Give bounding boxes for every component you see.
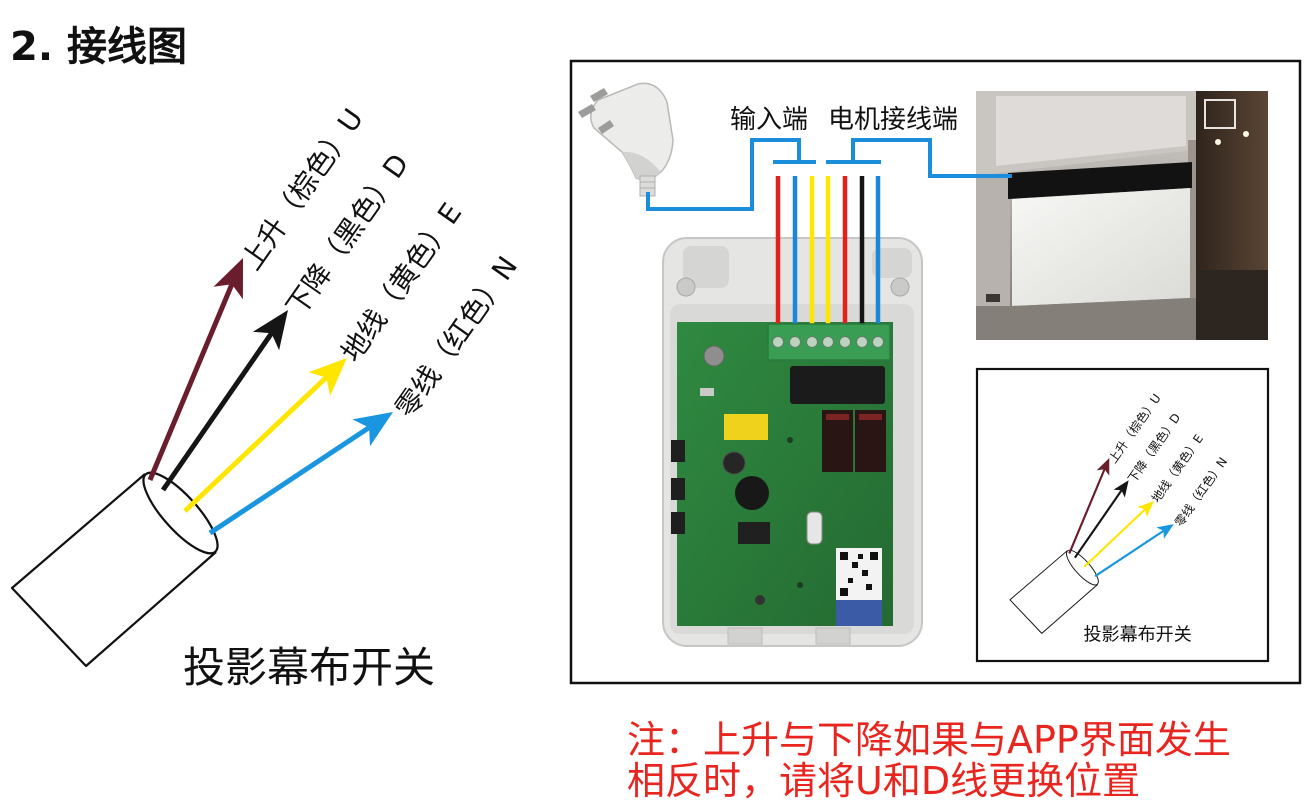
power-plug-icon: [578, 82, 674, 197]
wire-arrow-down: [160, 310, 288, 492]
inset-wire-arrow-earth-head: [1137, 500, 1155, 518]
terminal-wires: [775, 176, 881, 328]
inset-wire-arrow-up-head: [1096, 457, 1110, 476]
pcb-relay-top: [790, 366, 885, 404]
plug-pin: [578, 104, 596, 118]
pcb-qr-mark: [858, 554, 863, 559]
projector-screen-photo: [976, 91, 1268, 340]
pcb-side-button: [671, 512, 685, 534]
wire-arrow-down-head: [252, 310, 288, 351]
photo-floor: [976, 298, 1268, 340]
pcb-relay-highlight: [826, 414, 849, 420]
pcb-qr-mark: [866, 584, 872, 590]
terminal-screw: [839, 336, 851, 348]
pcb-relay: [822, 410, 853, 472]
pcb-yellow-capacitor: [724, 414, 768, 440]
wire-arrow-up: [147, 258, 243, 481]
pcb-dot: [755, 595, 765, 605]
wire-arrow-up-shaft: [147, 283, 235, 481]
wire-arrow-earth-head: [308, 358, 347, 396]
wire-arrow-earth: [183, 358, 347, 513]
cable-label: 投影幕布开关: [183, 643, 435, 692]
photo-side-object: [986, 294, 1000, 302]
terminal-screw: [772, 336, 784, 348]
wire-arrow-earth-shaft: [183, 375, 328, 513]
wire-arrow-up-head: [213, 258, 243, 300]
pcb-qr-mark: [852, 562, 858, 568]
terminal-screw: [789, 336, 801, 348]
wiring-diagram: 上升（棕色）U 下降（黑色）D 地线（黄色）E 零线（红色）N 投影幕布开关: [10, 103, 524, 692]
inset-wire-arrow-earth-shaft: [1083, 508, 1146, 568]
connection-panel-frame: [569, 59, 1302, 685]
board-enclosure-top-tab: [872, 248, 912, 278]
pcb-led: [806, 511, 823, 545]
pcb-qr-mark: [848, 578, 853, 583]
plug-pin: [590, 88, 608, 102]
photo-screen-housing: [1008, 162, 1192, 199]
enclosure-bottom-tab: [815, 627, 851, 645]
inset-wire-arrow-earth: [1083, 500, 1155, 568]
inset-wire-arrow-up-shaft: [1068, 468, 1106, 554]
photo-ceiling-light: [1243, 131, 1249, 137]
input-line: [646, 138, 801, 211]
board-mount-hole: [890, 277, 910, 297]
pcb-buzzer: [735, 476, 769, 510]
terminal-block: [767, 323, 891, 361]
pcb-side-button: [671, 440, 685, 462]
wire-arrow-down-shaft: [160, 331, 274, 492]
terminal-screw: [822, 336, 834, 348]
wire-arrow-neutral-head: [352, 412, 393, 447]
motor-line: [851, 138, 1012, 178]
pcb-capacitor: [722, 451, 746, 475]
controller-board-image: [662, 237, 923, 647]
pcb-wifi-module: [836, 600, 882, 626]
inset-wire-arrow-up: [1068, 457, 1110, 554]
photo-ceiling-light: [1215, 139, 1221, 145]
terminal-screw: [806, 336, 818, 348]
plug-pin: [598, 120, 614, 134]
pcb-chip: [738, 522, 770, 544]
pcb-relay: [855, 410, 886, 472]
pcb-dot: [787, 437, 793, 443]
photo-projection-screen: [1012, 188, 1190, 306]
photo-cabinet: [1196, 270, 1268, 340]
inset-wire-arrow-neutral-head: [1156, 524, 1174, 539]
pcb-qr-mark: [840, 552, 848, 560]
photo-ceiling-frame: [1204, 99, 1236, 129]
inset-cable-label: 投影幕布开关: [1083, 624, 1191, 645]
photo-ceiling-recess: [996, 96, 1186, 166]
note-line-1: 注：上升与下降如果与APP界面发生: [627, 718, 1231, 762]
inset-wire-arrow-down-shaft: [1074, 489, 1123, 559]
pcb-gray-component: [703, 345, 725, 367]
terminal-screw: [856, 336, 868, 348]
terminal-screw: [872, 336, 884, 348]
input-label: 输入端: [730, 105, 808, 135]
pcb-qr-mark: [840, 588, 848, 596]
inset-diagram-frame: [975, 367, 1270, 663]
wire-arrow-neutral-shaft: [208, 425, 371, 536]
pcb-dot: [797, 582, 803, 588]
board-enclosure-top-tab: [683, 246, 729, 288]
connection-lines: [646, 138, 1012, 211]
page-title: 2. 接线图: [10, 24, 187, 70]
inset-wire-arrow-down: [1074, 480, 1129, 559]
motor-label: 电机接线端: [828, 105, 958, 135]
inset-wire-arrow-neutral-shaft: [1094, 529, 1165, 578]
inset-wire-arrow-down-head: [1113, 480, 1129, 498]
pcb-qr-mark: [870, 552, 878, 560]
plug-shadow: [622, 151, 661, 182]
pcb-relay-highlight: [859, 414, 882, 420]
pcb-small-component: [700, 388, 714, 396]
wire-arrow-neutral: [208, 412, 393, 536]
board-mount-hole: [676, 277, 696, 297]
photo-wall-edge: [1188, 140, 1196, 340]
pcb-qr-mark: [862, 570, 868, 576]
enclosure-bottom-tab: [727, 627, 763, 645]
note-line-2: 相反时，请将U和D线更换位置: [627, 759, 1140, 800]
pcb-side-button: [671, 478, 685, 500]
inset-wire-arrow-neutral: [1094, 524, 1174, 578]
